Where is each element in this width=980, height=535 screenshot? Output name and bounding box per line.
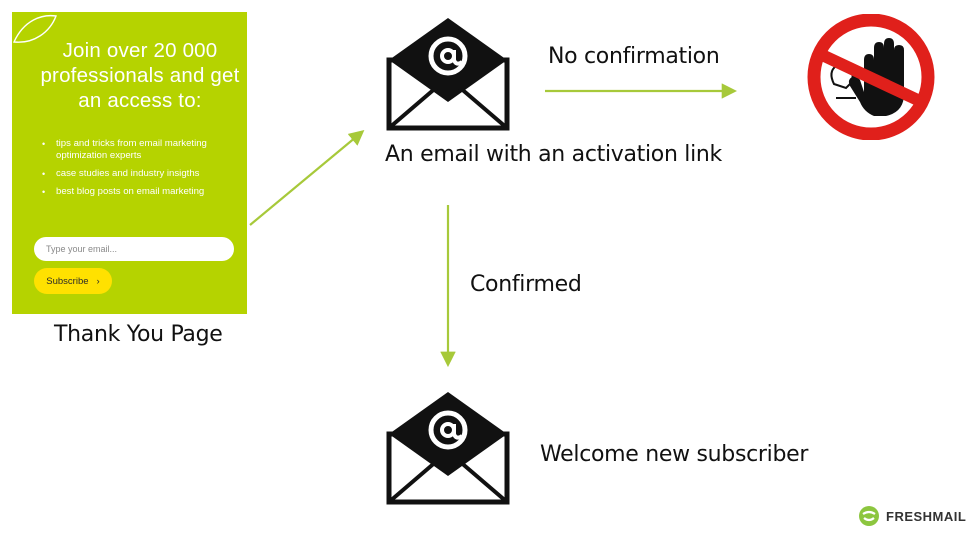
no-confirmation-label: No confirmation (548, 44, 720, 69)
signup-form-card: Join over 20 000 professionals and get a… (12, 12, 247, 314)
arrow-to-email (249, 130, 365, 226)
envelope-at-icon (386, 392, 510, 505)
benefit-item: best blog posts on email marketing (38, 186, 243, 198)
benefit-item: case studies and industry insigths (38, 168, 243, 180)
stop-hand-icon (807, 14, 935, 140)
freshmail-brand: FRESHMAIL (858, 505, 966, 527)
brand-name: FRESHMAIL (886, 508, 967, 524)
freshmail-logo-icon (859, 506, 879, 526)
email-input[interactable] (34, 237, 234, 261)
card-headline: Join over 20 000 professionals and get a… (40, 39, 240, 112)
subscribe-button[interactable]: Subscribe › (34, 268, 112, 294)
confirmed-label: Confirmed (470, 272, 582, 297)
chevron-right-icon: › (96, 275, 100, 287)
activation-email-label: An email with an activation link (385, 142, 722, 167)
envelope-at-icon (386, 18, 510, 131)
thank-you-page-label: Thank You Page (54, 322, 223, 347)
subscribe-label: Subscribe (46, 275, 89, 287)
benefit-item: tips and tricks from email marketing opt… (38, 138, 243, 162)
benefit-list: tips and tricks from email marketing opt… (38, 138, 243, 204)
leaf-icon (12, 14, 57, 43)
welcome-subscriber-label: Welcome new subscriber (540, 442, 809, 467)
